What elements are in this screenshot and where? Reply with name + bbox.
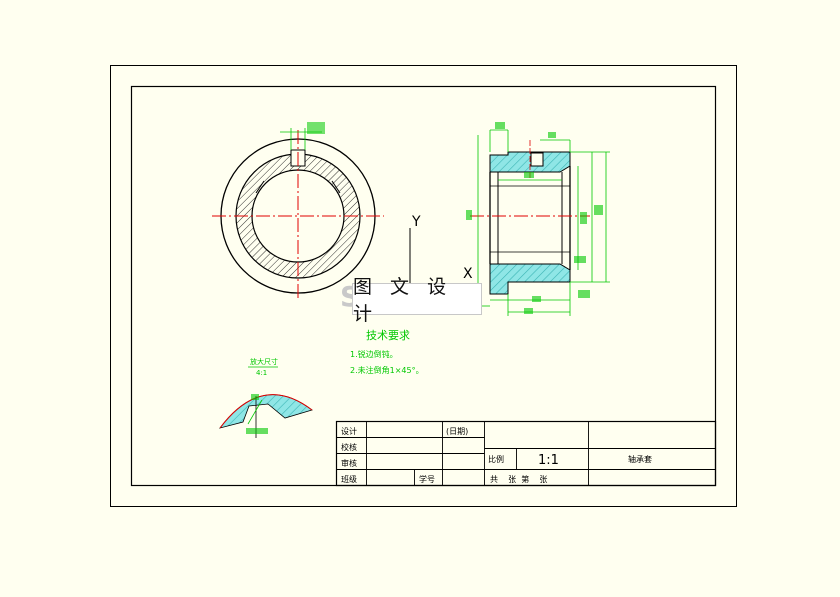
section-view [466, 122, 610, 316]
label-scale: 比例 [488, 454, 504, 464]
label-student-no: 学号 [419, 474, 435, 484]
sheet-count: 共 张 第 张 [490, 474, 547, 484]
label-design: 设计 [341, 426, 357, 436]
notes-heading: 技术要求 [366, 329, 410, 342]
axis-y-label: Y [411, 214, 421, 230]
part-name: 轴承套 [628, 454, 652, 464]
notes-item-1: 1.锐边倒钝。 [350, 349, 398, 359]
outer-frame [110, 65, 737, 507]
detail-title: 放大尺寸 [250, 357, 278, 366]
title-block-text: 设计 (日期) 校核 审核 班级 学号 比例 1:1 轴承套 共 张 第 张 [341, 426, 652, 484]
axis-x-label: X [463, 266, 473, 282]
technical-notes: 技术要求 1.锐边倒钝。 2.未注倒角1×45°。 [350, 329, 424, 375]
label-review: 审核 [341, 458, 357, 468]
watermark-badge: 图 文 设 计 [352, 276, 482, 325]
detail-scale: 4:1 [256, 369, 267, 377]
title-block [335, 420, 717, 487]
label-check: 校核 [341, 442, 357, 452]
label-class: 班级 [341, 474, 357, 484]
scale-value: 1:1 [538, 453, 559, 468]
ring-end-view [212, 122, 384, 300]
notes-item-2: 2.未注倒角1×45°。 [350, 365, 424, 375]
detail-view: 放大尺寸 4:1 [218, 357, 313, 438]
label-date: (日期) [446, 427, 468, 436]
